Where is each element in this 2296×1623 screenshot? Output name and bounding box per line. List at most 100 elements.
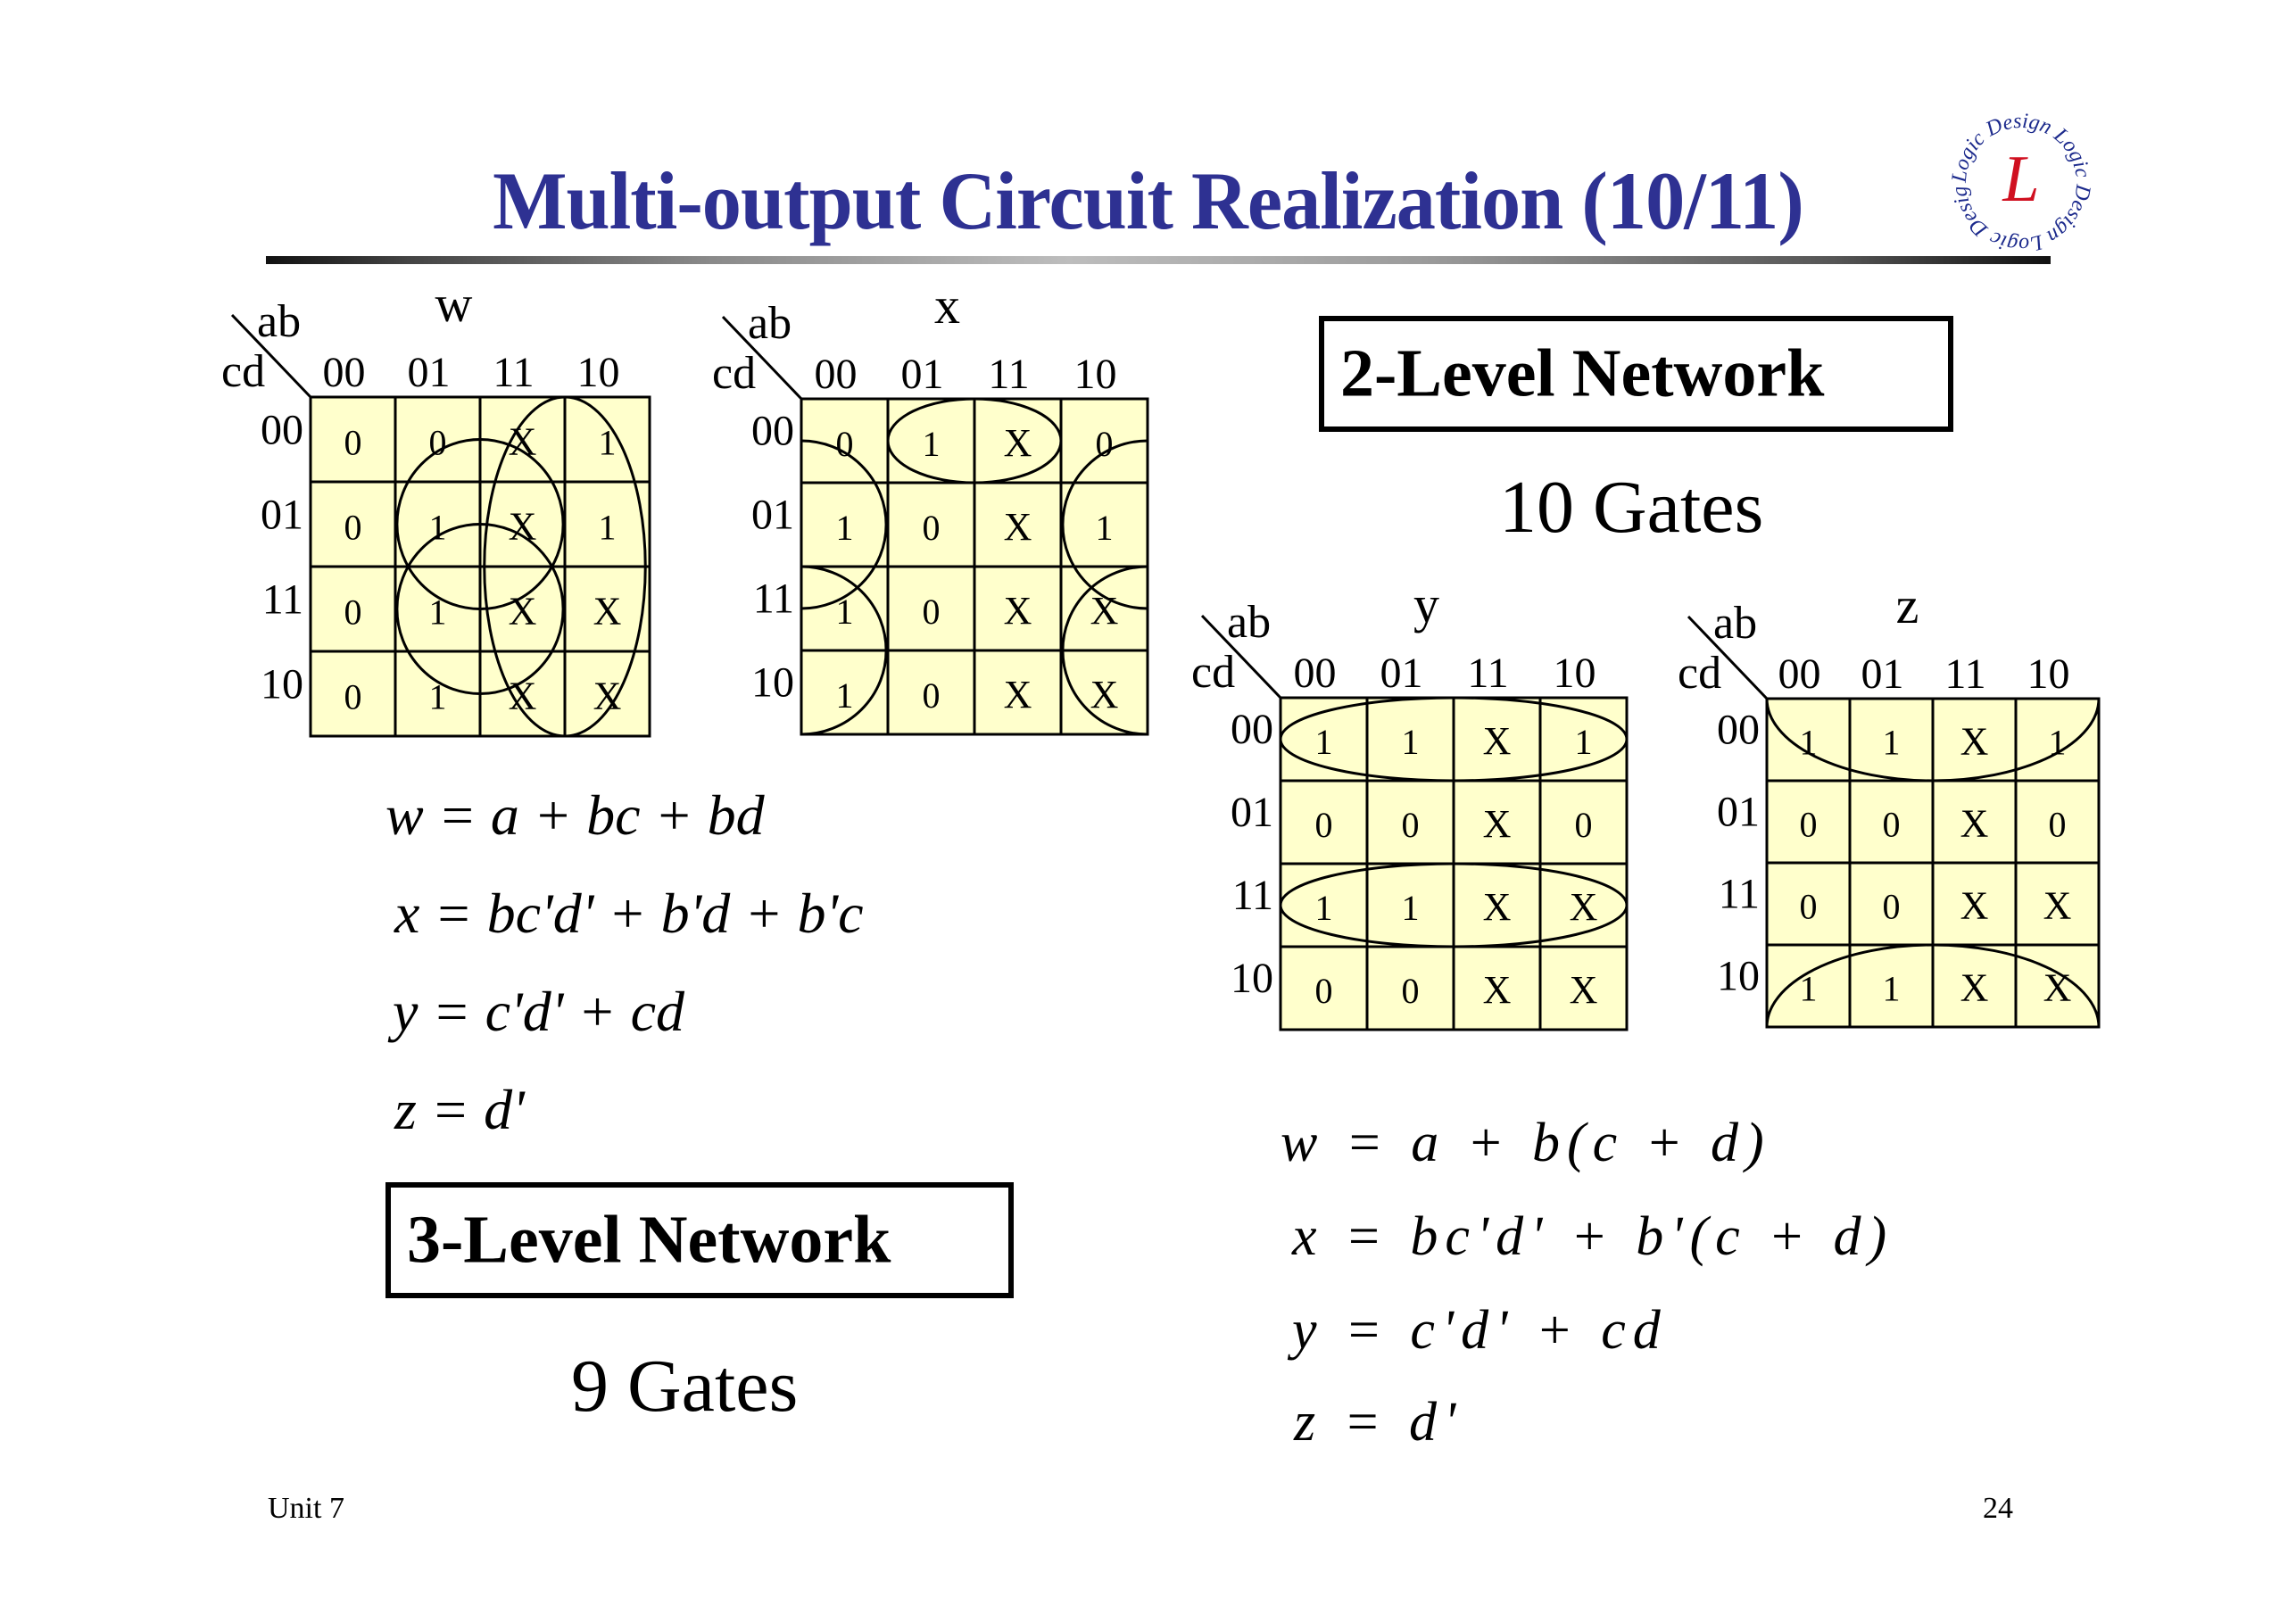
- kmap-cell: [973, 565, 1063, 652]
- kmap-cell: [1059, 481, 1149, 568]
- kmap-col-label: 01: [408, 349, 451, 396]
- kmap-cell-value: 0: [1402, 805, 1420, 845]
- kmap-cell-value: 0: [1800, 805, 1818, 845]
- kmap-col-label: 10: [1554, 650, 1596, 697]
- kmap-cell-value: X: [1004, 505, 1032, 549]
- kmap-row-label: 10: [1717, 953, 1760, 1000]
- two-level-eq-z: z = d': [394, 1078, 525, 1141]
- kmap-cell-value: 1: [923, 424, 941, 464]
- kmap-col-label: 11: [493, 349, 534, 396]
- two-level-eq-w: w = a + bc + bd: [385, 783, 765, 847]
- kmap-cell-value: 1: [1315, 888, 1333, 928]
- kmap-row-label: 11: [1719, 871, 1760, 918]
- kmap-col-label: 10: [577, 349, 620, 396]
- logo-icon: Logic Design Logic Design Logic Design L: [1931, 94, 2095, 256]
- kmap-col-label: 00: [815, 351, 858, 398]
- kmap-cell: [1765, 861, 1852, 947]
- three-level-network-label: 3-Level Network: [407, 1202, 891, 1278]
- kmap-group-loop: [483, 397, 647, 736]
- kmap-cell: [1452, 696, 1542, 783]
- kmap-row-label: 00: [261, 406, 303, 453]
- kmap-cell-value: X: [1570, 885, 1598, 929]
- two-level-network-box: 2-Level Network: [1319, 316, 1953, 432]
- kmap-cell: [1452, 945, 1542, 1031]
- kmap-cell-value: 1: [1800, 723, 1818, 763]
- kmap-cell: [1279, 945, 1369, 1031]
- kmap-cell-value: 1: [1402, 722, 1420, 762]
- kmap-row-var-label: cd: [1678, 648, 1721, 699]
- kmap-cell: [973, 481, 1063, 568]
- kmap-cell-value: X: [2043, 884, 2072, 928]
- kmap-col-var-label: ab: [748, 298, 792, 349]
- kmap-cell-value: 0: [923, 508, 941, 548]
- kmap-cell: [309, 395, 397, 484]
- kmap-group-loop: [801, 439, 888, 610]
- kmap-cell: [886, 565, 976, 652]
- kmap-cell: [1059, 649, 1149, 736]
- kmap-cell-value: X: [1960, 720, 1989, 764]
- kmap-cell-value: X: [593, 590, 622, 633]
- two-level-eq-y: y = c'd' + cd: [393, 980, 684, 1043]
- kmap-row-label: 00: [1231, 706, 1273, 753]
- kmap-cell: [1538, 945, 1629, 1031]
- two-level-gate-count: 10 Gates: [1499, 466, 1764, 549]
- three-level-eq-z: z = d': [1294, 1392, 1463, 1453]
- kmap-cell-value: 1: [836, 592, 854, 632]
- kmap-row-var-label: cd: [1191, 647, 1235, 698]
- kmap-cell: [1931, 861, 2018, 947]
- slide-title: Multi-output Circuit Realization (10/11): [493, 155, 1804, 246]
- footer-page-number: 24: [1983, 1492, 2013, 1525]
- kmap-group-loop: [1061, 439, 1148, 610]
- kmap-cell: [1931, 779, 2018, 865]
- title-divider: [266, 256, 2051, 264]
- kmap-cell-value: 1: [429, 677, 447, 717]
- kmap-row-var-label: cd: [223, 346, 265, 397]
- kmap-cell-value: 0: [2049, 805, 2067, 845]
- kmap-cell-value: X: [1570, 968, 1598, 1012]
- kmap-cell-value: X: [1483, 968, 1512, 1012]
- kmap-row-label: 11: [262, 576, 303, 623]
- kmap-cell: [1365, 862, 1455, 948]
- kmap-cell-value: 1: [1575, 722, 1593, 762]
- kmap-corner-diagonal: [230, 313, 312, 399]
- kmap-cell-value: 1: [1883, 723, 1901, 763]
- kmap-cell-value: 1: [1096, 508, 1114, 548]
- kmap-cell: [1931, 697, 2018, 783]
- kmap-row-label: 00: [1717, 707, 1760, 754]
- kmap-col-label: 10: [2027, 650, 2070, 698]
- kmap-corner-diagonal: [1687, 615, 1769, 700]
- kmap-col-label: 11: [1944, 650, 1985, 698]
- kmap-group-loop: [1281, 862, 1627, 948]
- three-level-gate-count: 9 Gates: [571, 1345, 799, 1428]
- kmap-cell-value: 0: [344, 592, 362, 633]
- kmap-corner-diagonal: [721, 315, 803, 401]
- kmap-cell: [886, 649, 976, 736]
- kmap-col-label: 10: [1074, 351, 1117, 398]
- three-level-eq-y: y = c'd' + cd: [1292, 1300, 1668, 1361]
- kmap-cell: [563, 565, 651, 653]
- footer-unit: Unit 7: [268, 1492, 344, 1525]
- kmap-cell: [2014, 943, 2101, 1029]
- kmap-group-loop: [395, 438, 565, 610]
- kmap-col-label: 11: [988, 351, 1029, 398]
- three-level-eq-w: w = a + b(c + d): [1281, 1113, 1771, 1173]
- kmap-row-label: 01: [1231, 789, 1273, 836]
- kmap-row-label: 01: [261, 491, 303, 538]
- two-level-network-label: 2-Level Network: [1340, 335, 1825, 411]
- kmap-row-label: 01: [751, 492, 794, 539]
- kmap-col-label: 01: [901, 351, 944, 398]
- kmap-cell-value: 1: [429, 592, 447, 633]
- kmap-col-label: 00: [323, 349, 366, 396]
- kmap-cell-value: 0: [923, 592, 941, 632]
- kmap-cell-value: 0: [923, 675, 941, 716]
- kmap-cell-value: 1: [599, 423, 617, 463]
- kmap-row-label: 10: [1231, 955, 1273, 1002]
- kmap-col-var-label: ab: [1227, 597, 1271, 648]
- kmap-cell-value: 0: [1315, 971, 1333, 1011]
- kmap-row-label: 01: [1717, 789, 1760, 836]
